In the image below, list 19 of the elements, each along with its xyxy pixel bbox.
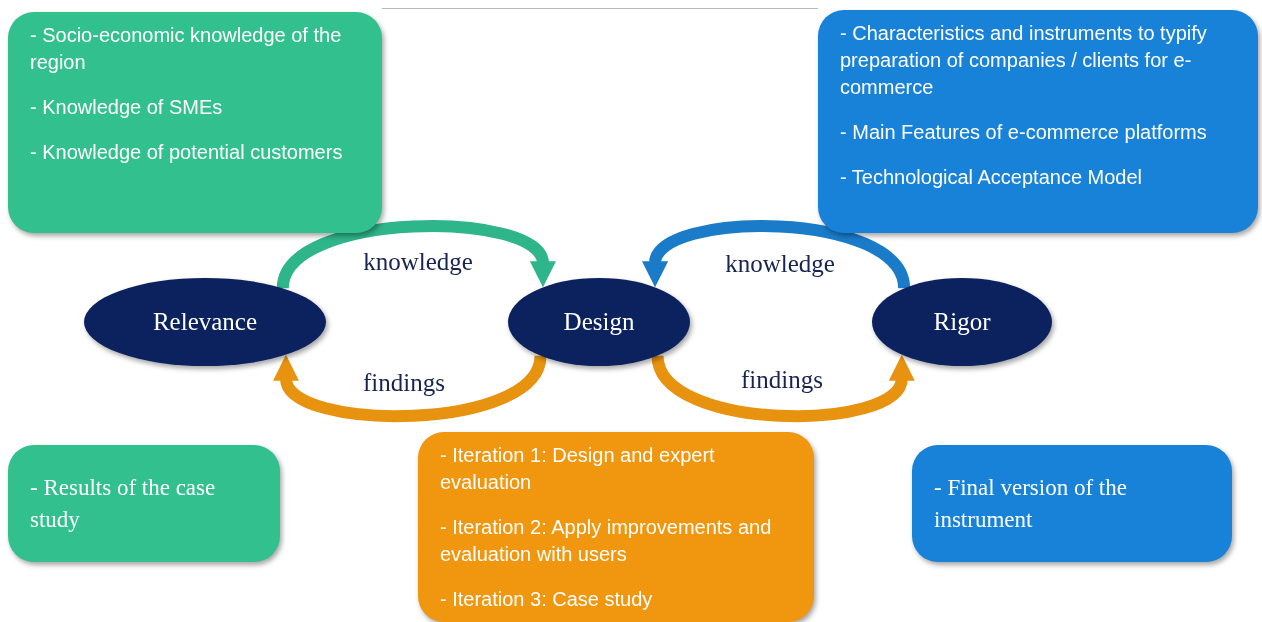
stage-label: Relevance <box>152 308 258 336</box>
bullet-text: - Iteration 2: Apply improvements and evaluation with users <box>440 515 773 567</box>
stage-label: Rigor <box>933 308 991 336</box>
bullet-text: - Iteration 3: Case study <box>440 587 654 612</box>
bullet-text: - Main Features of e-commerce platforms <box>840 120 1208 145</box>
bullet-text: - Final version of the instrument <box>934 474 1128 534</box>
bullet-text: - Socio-economic knowledge of the region <box>30 23 343 75</box>
bullet-text: - Results of the case study <box>30 474 217 534</box>
bullet-text: - Technological Acceptance Model <box>840 165 1144 190</box>
rounded-card <box>818 10 1258 233</box>
stage-label: Design <box>563 308 635 336</box>
rounded-card <box>8 12 382 233</box>
rounded-card <box>912 445 1232 562</box>
bullet-text: - Iteration 1: Design and expert evaluation <box>440 443 716 495</box>
rounded-card <box>8 445 280 562</box>
bullet-text: - Characteristics and instruments to typify preparation of companies / clients for e-commerce <box>840 21 1208 100</box>
bullet-text: - Knowledge of potential customers <box>30 140 344 165</box>
rounded-card <box>418 432 814 622</box>
bullet-text: - Knowledge of SMEs <box>30 95 224 120</box>
